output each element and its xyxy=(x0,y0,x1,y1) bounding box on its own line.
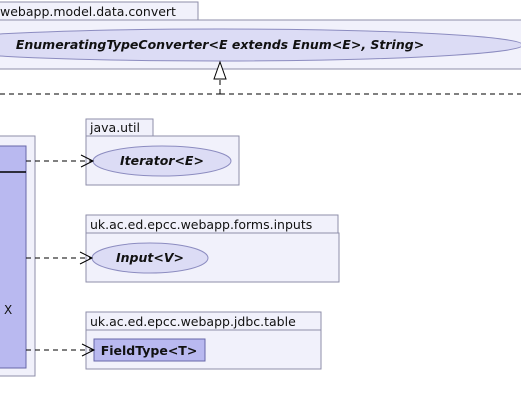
interface-iterator[interactable]: Iterator<E> xyxy=(92,145,232,177)
source-class[interactable]: X xyxy=(0,145,27,369)
dependency-arrowhead xyxy=(81,343,96,357)
dependency-arrowhead xyxy=(80,154,95,168)
dependency-arrowhead xyxy=(79,251,94,265)
package-label: webapp.model.data.convert xyxy=(0,4,176,19)
package-label: uk.ac.ed.epcc.webapp.forms.inputs xyxy=(90,217,312,232)
package-forms-inputs: uk.ac.ed.epcc.webapp.forms.inputs xyxy=(85,214,340,283)
interface-label: EnumeratingTypeConverter<E extends Enum<… xyxy=(16,37,424,52)
dependency-to-input xyxy=(26,251,94,265)
interface-label: Input<V> xyxy=(116,250,184,265)
dependency-to-iterator xyxy=(26,154,95,168)
realization-edge xyxy=(0,60,521,95)
package-label: java.util xyxy=(89,120,140,135)
package-label: uk.ac.ed.epcc.webapp.jdbc.table xyxy=(90,314,296,329)
source-class-fragment-label: X xyxy=(4,303,12,317)
realization-arrowhead xyxy=(213,60,227,80)
class-fieldtype[interactable]: FieldType<T> xyxy=(93,338,206,362)
interface-label: Iterator<E> xyxy=(120,153,204,168)
class-label: FieldType<T> xyxy=(101,343,198,358)
dependency-to-fieldtype xyxy=(26,343,96,357)
source-class-box xyxy=(0,145,27,369)
interface-enumerating-type-converter[interactable]: EnumeratingTypeConverter<E extends Enum<… xyxy=(0,28,521,62)
interface-input[interactable]: Input<V> xyxy=(91,242,209,274)
